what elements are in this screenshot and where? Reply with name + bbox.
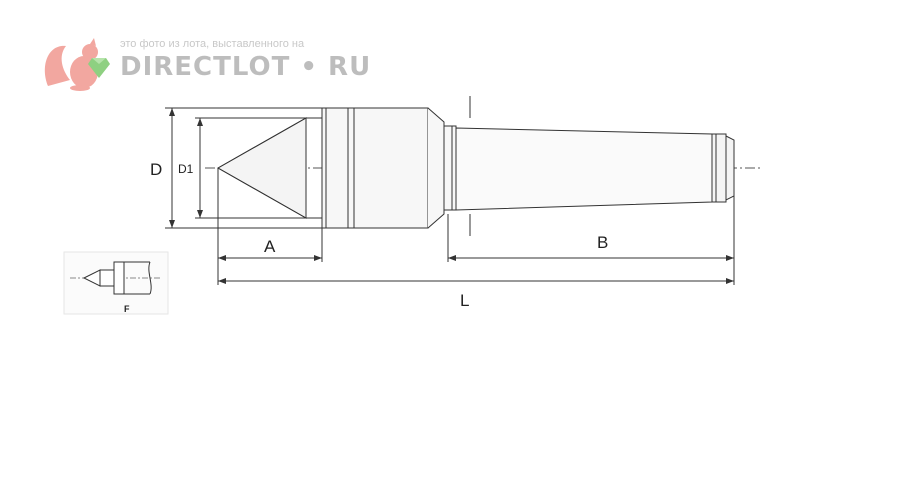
watermark bbox=[40, 36, 360, 96]
neck bbox=[443, 125, 457, 211]
dimension-b bbox=[447, 196, 735, 285]
watermark-caption: это фото из лота, выставленного на bbox=[120, 38, 305, 50]
detail-f-inset bbox=[63, 251, 169, 315]
dimension-d bbox=[165, 107, 322, 229]
cone-tip bbox=[216, 117, 322, 219]
dimension-a bbox=[217, 168, 323, 285]
body-cylinder bbox=[321, 107, 445, 229]
watermark-brand: DIRECTLOT • RU bbox=[120, 52, 372, 82]
dimension-l bbox=[218, 278, 734, 284]
label-b: B bbox=[597, 233, 608, 252]
label-a: A bbox=[264, 237, 276, 256]
label-l: L bbox=[460, 291, 469, 310]
squirrel-logo-icon bbox=[44, 38, 110, 91]
label-d: D bbox=[150, 160, 162, 179]
label-f: F bbox=[124, 304, 130, 314]
dimension-d1 bbox=[195, 117, 306, 219]
label-d1: D1 bbox=[178, 162, 194, 176]
taper-shank bbox=[455, 127, 735, 211]
